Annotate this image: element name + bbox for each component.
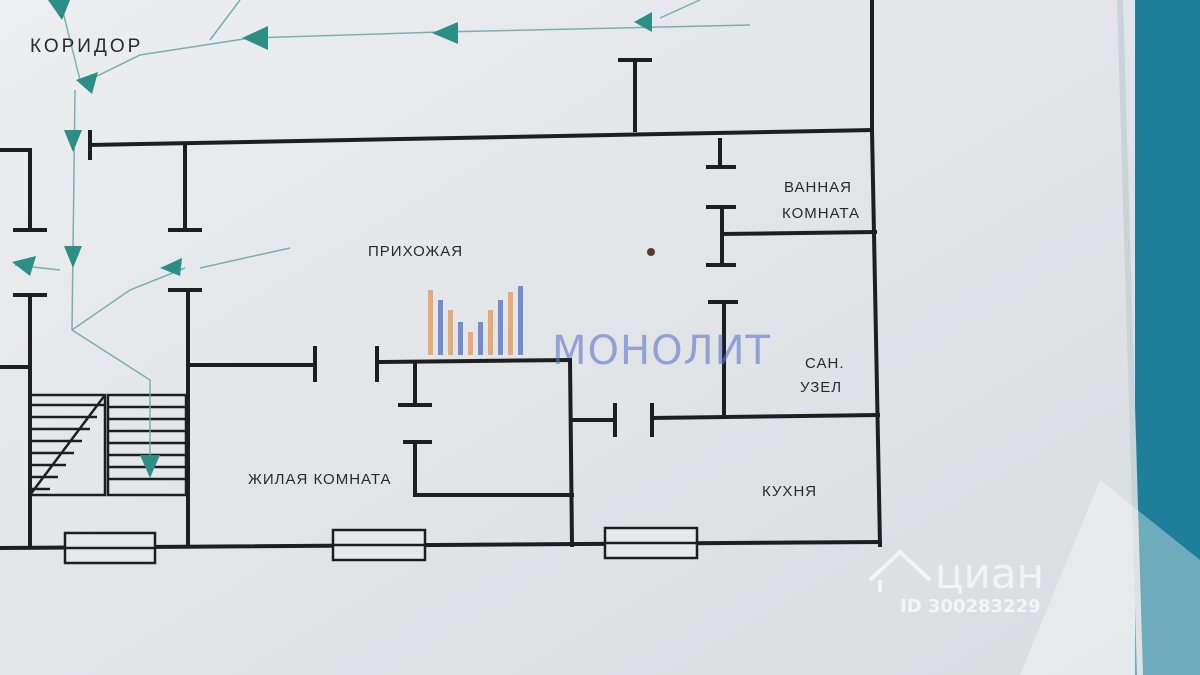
cian-listing-id: ID 300283229 <box>900 596 1041 617</box>
evacuation-arrowheads <box>12 0 652 478</box>
windows <box>63 526 699 565</box>
cian-logo-text: циан <box>935 549 1044 598</box>
room-label-bathroom-1: ВАННАЯ <box>784 179 852 196</box>
monolit-m-logo-icon <box>428 286 523 355</box>
evac-arrow-icon <box>48 0 70 20</box>
stain-dot <box>647 248 655 256</box>
evac-arrow-icon <box>140 455 160 478</box>
evac-arrow-icon <box>160 258 182 276</box>
evac-arrow-icon <box>76 72 98 94</box>
plastic-sleeve-edge <box>1117 0 1143 675</box>
monolit-brand-text: МОНОЛИТ <box>552 328 771 374</box>
room-label-corridor: КОРИДОР <box>30 36 143 57</box>
room-label-wc-2: УЗЕЛ <box>800 379 842 396</box>
room-label-wc-1: САН. <box>805 355 845 372</box>
evac-arrow-icon <box>242 26 268 50</box>
plastic-fold <box>1020 480 1200 675</box>
room-label-living-room: ЖИЛАЯ КОМНАТА <box>248 471 392 488</box>
evac-arrow-icon <box>12 256 36 276</box>
evac-arrow-icon <box>634 12 652 32</box>
room-label-hallway: ПРИХОЖАЯ <box>368 243 463 260</box>
cian-watermark: циан ID 300283229 <box>868 549 1044 617</box>
evac-arrow-icon <box>64 246 82 268</box>
monolit-watermark: МОНОЛИТ <box>428 286 771 374</box>
evac-arrow-icon <box>64 130 82 152</box>
cian-house-icon <box>868 549 932 592</box>
evac-arrow-icon <box>432 22 458 44</box>
staircase <box>28 393 188 497</box>
room-label-kitchen: КУХНЯ <box>762 483 817 500</box>
room-label-bathroom-2: КОМНАТА <box>782 205 860 222</box>
